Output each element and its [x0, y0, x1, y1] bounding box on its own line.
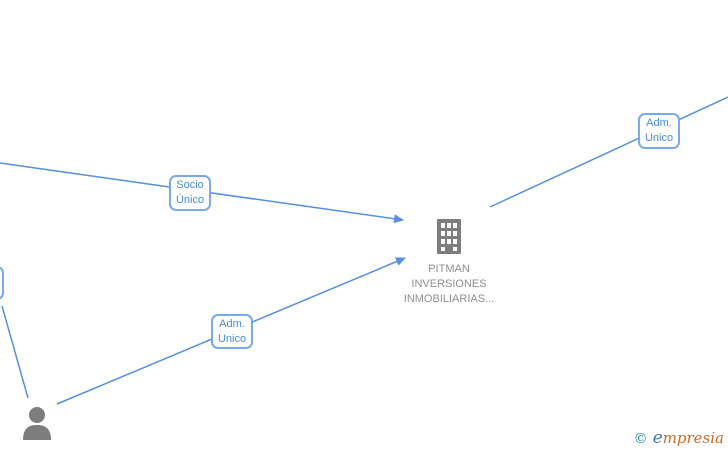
empresia-logo[interactable]: © empresia [634, 428, 724, 448]
person-icon [20, 406, 54, 440]
building-icon [434, 218, 464, 254]
empresia-logo-rest: mpresia [662, 429, 724, 447]
copyright-icon: © [633, 431, 648, 447]
edge-label-partial [0, 266, 4, 300]
edge-label-adm-unico-topright: Adm. Unico [638, 113, 680, 149]
empresia-logo-text: empresia [653, 428, 724, 448]
edge-label-socio-unico: Socio Único [169, 175, 211, 211]
company-node-label: PITMAN INVERSIONES INMOBILIARIAS... [403, 263, 495, 305]
edge-adm-unico-topright [489, 96, 728, 208]
person-node[interactable]: Bernard... [8, 406, 66, 450]
edge-label-adm-unico-bottom: Adm. Unico [211, 314, 253, 349]
company-node[interactable]: PITMAN INVERSIONES INMOBILIARIAS... [401, 218, 497, 307]
edge-partial-left [1, 305, 29, 399]
empresia-logo-first-letter: e [652, 428, 663, 448]
